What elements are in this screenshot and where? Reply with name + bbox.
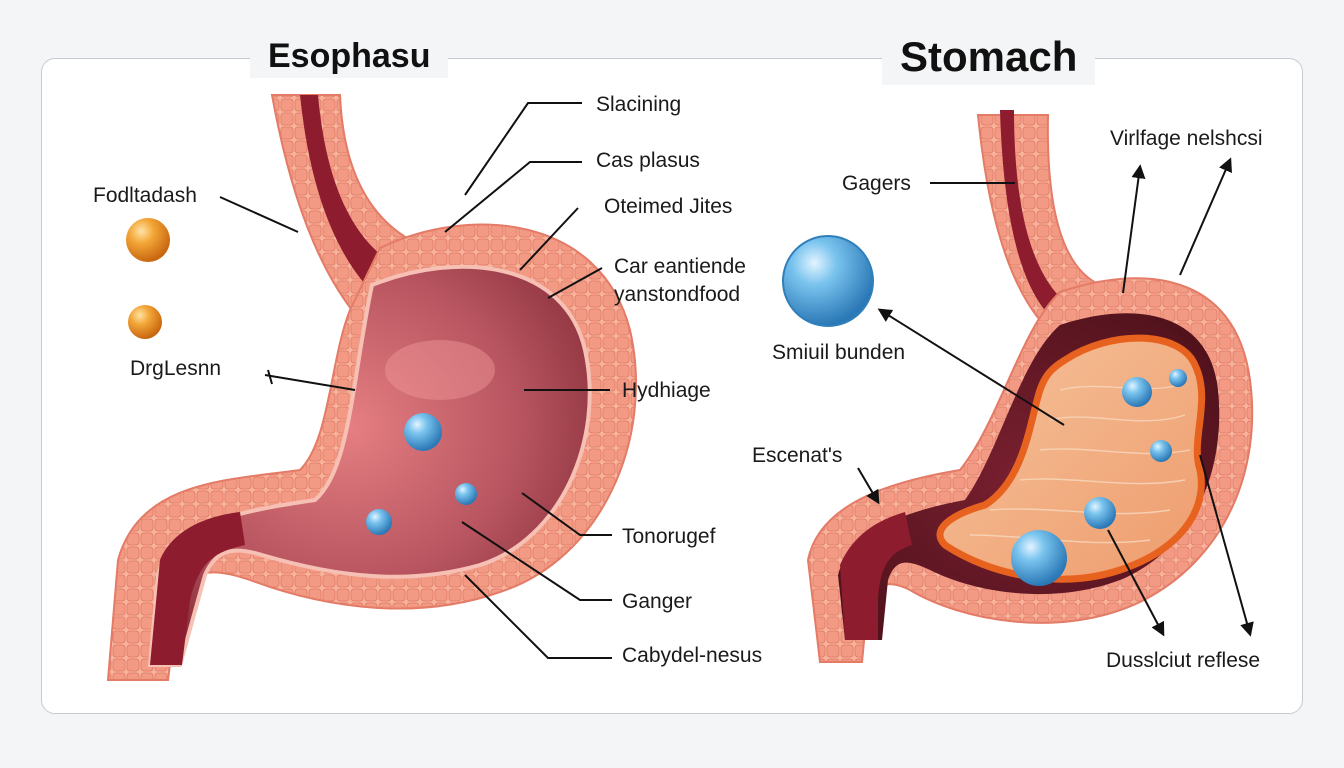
label-fodltadash: Fodltadash: [93, 184, 197, 207]
label-yanstondfood: yanstondfood: [614, 283, 741, 306]
left-stomach-lumen: [147, 264, 592, 667]
label-tonorugef: Tonorugef: [622, 525, 716, 548]
label-cabydel-nesus: Cabydel-nesus: [622, 644, 763, 667]
right-bubble-2: [1169, 369, 1187, 387]
left-bubble-3: [366, 509, 392, 535]
right-bubble-5: [1011, 530, 1067, 586]
label-gagers: Gagers: [842, 172, 911, 195]
label-escenats: Escenat's: [752, 444, 843, 467]
large-bubble: [782, 235, 874, 327]
orange-ball-small: [128, 305, 162, 339]
label-hydhiage: Hydhiage: [622, 379, 711, 402]
left-bubble-2: [455, 483, 477, 505]
title-stomach: Stomach: [882, 30, 1096, 85]
label-virlfage-nelshcsi: Virlfage nelshcsi: [1110, 127, 1263, 150]
right-stomach: [806, 110, 1254, 663]
label-dusslciut-reflese: Dusslciut reflese: [1106, 649, 1261, 672]
label-smiuil-bunden: Smiuil bunden: [772, 341, 906, 364]
label-casplasus: Cas plasus: [596, 149, 700, 172]
label-slacining: Slacining: [596, 93, 682, 116]
left-leader-lines: [219, 102, 612, 659]
right-leader-lines: [857, 157, 1254, 637]
left-esophagus-inner: [300, 95, 400, 300]
label-drglesnn: DrgLesnn: [130, 357, 222, 380]
right-bubble-3: [1150, 440, 1172, 462]
label-oteimed-jites: Oteimed Jites: [604, 195, 733, 218]
title-esophagus: Esophasu: [250, 34, 449, 79]
right-bubble-4: [1084, 497, 1116, 529]
right-esophagus-inner: [1000, 110, 1075, 325]
left-bubble-1: [404, 413, 442, 451]
label-ganger: Ganger: [622, 590, 693, 613]
left-stomach: [106, 94, 637, 681]
orange-ball-large: [126, 218, 170, 262]
right-bubble-1: [1122, 377, 1152, 407]
label-car-eantiende: Car eantiende: [614, 255, 746, 278]
